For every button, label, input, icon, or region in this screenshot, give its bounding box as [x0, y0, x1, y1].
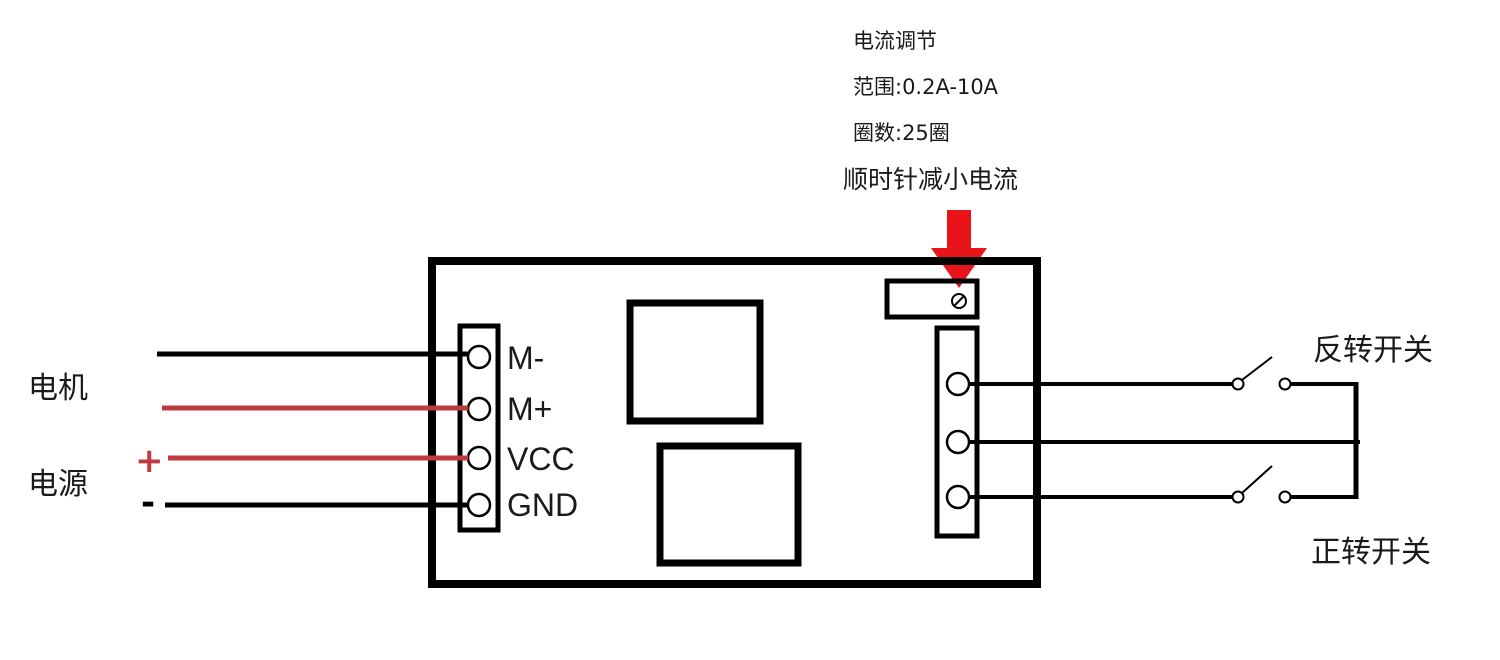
terminal-common [945, 429, 971, 455]
arrow-down-icon [931, 210, 987, 288]
power-label: 电源 [28, 467, 88, 502]
pin-label-vcc: VCC [507, 441, 575, 477]
terminal-m-minus [466, 344, 492, 370]
forward-switch-icon [1231, 465, 1292, 504]
pin-label-gnd: GND [507, 487, 578, 523]
controller-board [428, 257, 1041, 588]
terminal-vcc [466, 445, 492, 471]
annotation-line-3: 圈数:25圈 [853, 121, 950, 145]
minus-sign: - [141, 483, 155, 523]
pin-label-m-minus: M- [507, 340, 544, 376]
terminal-gnd [466, 492, 492, 518]
annotation-line-1: 电流调节 [853, 29, 937, 53]
reverse-switch-icon [1231, 356, 1292, 391]
potentiometer [884, 278, 980, 320]
annotation-line-4: 顺时针减小电流 [843, 165, 1018, 194]
right-terminal-block [934, 325, 980, 539]
left-terminal-block [457, 323, 501, 533]
reverse-switch-label: 反转开关 [1313, 333, 1433, 368]
terminal-forward [945, 484, 971, 510]
annotation-line-2: 范围:0.2A-10A [853, 75, 999, 99]
forward-switch-label: 正转开关 [1311, 535, 1431, 570]
pin-label-m-plus: M+ [507, 391, 552, 427]
terminal-reverse [945, 371, 971, 397]
chip-lower [656, 442, 802, 567]
plus-sign: + [135, 441, 164, 481]
potentiometer-screw-icon [951, 293, 967, 309]
terminal-m-plus [466, 396, 492, 422]
chip-upper [626, 299, 764, 425]
motor-label: 电机 [28, 371, 88, 406]
